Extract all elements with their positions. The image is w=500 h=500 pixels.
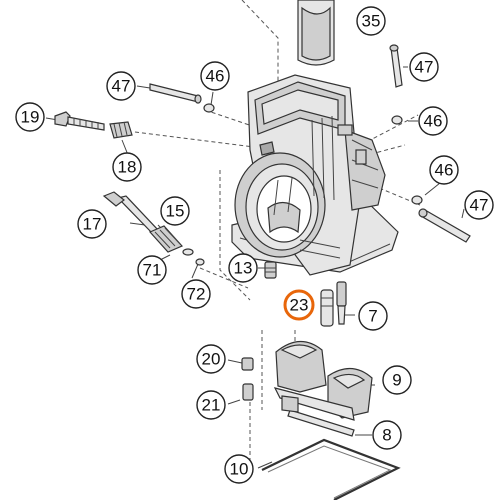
callout-18[interactable]: 18 bbox=[112, 152, 142, 182]
pin-47-upper-part bbox=[149, 83, 202, 104]
svg-text:17: 17 bbox=[83, 215, 102, 234]
svg-text:20: 20 bbox=[202, 350, 221, 369]
float-arm-8-part bbox=[281, 395, 355, 437]
svg-text:46: 46 bbox=[435, 161, 454, 180]
callout-19[interactable]: 19 bbox=[15, 102, 45, 132]
callout-46-right[interactable]: 46 bbox=[418, 106, 448, 136]
float-pin-20-part bbox=[241, 357, 254, 371]
svg-text:18: 18 bbox=[118, 158, 137, 177]
callout-46-upper[interactable]: 46 bbox=[200, 61, 230, 91]
svg-text:15: 15 bbox=[166, 202, 185, 221]
jet-13-part bbox=[264, 261, 277, 279]
bowl-gasket-10-part bbox=[261, 438, 401, 500]
part-71-72 bbox=[182, 248, 205, 266]
svg-text:8: 8 bbox=[382, 426, 391, 445]
callout-9[interactable]: 9 bbox=[382, 365, 412, 395]
svg-text:19: 19 bbox=[21, 108, 40, 127]
throttle-screw-part bbox=[102, 191, 159, 235]
idle-screw-part bbox=[54, 111, 105, 131]
callout-23-highlighted[interactable]: 23 bbox=[283, 289, 315, 321]
svg-text:23: 23 bbox=[290, 296, 309, 315]
callout-47-upper[interactable]: 47 bbox=[106, 71, 136, 101]
callout-8[interactable]: 8 bbox=[372, 420, 402, 450]
callout-7[interactable]: 7 bbox=[358, 301, 388, 331]
svg-text:72: 72 bbox=[187, 285, 206, 304]
svg-text:47: 47 bbox=[112, 77, 131, 96]
callout-13[interactable]: 13 bbox=[228, 253, 258, 283]
pin-47-right-part bbox=[389, 44, 403, 88]
svg-text:13: 13 bbox=[234, 259, 253, 278]
svg-text:47: 47 bbox=[470, 196, 489, 215]
pin-47-lower-part bbox=[418, 208, 471, 243]
top-cap-part bbox=[297, 0, 335, 66]
callout-20[interactable]: 20 bbox=[196, 344, 226, 374]
callout-15[interactable]: 15 bbox=[160, 196, 190, 226]
svg-text:71: 71 bbox=[143, 261, 162, 280]
callout-21[interactable]: 21 bbox=[196, 390, 226, 420]
callout-47-lower[interactable]: 47 bbox=[464, 190, 494, 220]
svg-text:46: 46 bbox=[424, 112, 443, 131]
svg-text:9: 9 bbox=[392, 371, 401, 390]
idle-spring-part bbox=[109, 121, 133, 139]
float-9-part bbox=[273, 340, 373, 421]
callouts: 35 47 46 47 19 46 18 46 bbox=[15, 6, 494, 484]
svg-text:47: 47 bbox=[415, 58, 434, 77]
svg-text:21: 21 bbox=[202, 396, 221, 415]
svg-text:10: 10 bbox=[230, 460, 249, 479]
callout-10[interactable]: 10 bbox=[224, 454, 254, 484]
callout-72[interactable]: 72 bbox=[181, 279, 211, 309]
svg-text:46: 46 bbox=[206, 67, 225, 86]
callout-35[interactable]: 35 bbox=[356, 6, 386, 36]
carburetor-body-part bbox=[231, 74, 399, 276]
throttle-spring-part bbox=[148, 225, 184, 253]
callout-71[interactable]: 71 bbox=[137, 255, 167, 285]
jet-23-part bbox=[320, 289, 334, 327]
callout-47-right[interactable]: 47 bbox=[409, 52, 439, 82]
float-valve-21-part bbox=[242, 383, 254, 401]
callout-17[interactable]: 17 bbox=[77, 209, 107, 239]
callout-46-lower[interactable]: 46 bbox=[429, 155, 459, 185]
svg-text:35: 35 bbox=[362, 12, 381, 31]
svg-text:7: 7 bbox=[368, 307, 377, 326]
washer-46-parts bbox=[203, 103, 423, 205]
needle-7-part bbox=[336, 281, 347, 325]
